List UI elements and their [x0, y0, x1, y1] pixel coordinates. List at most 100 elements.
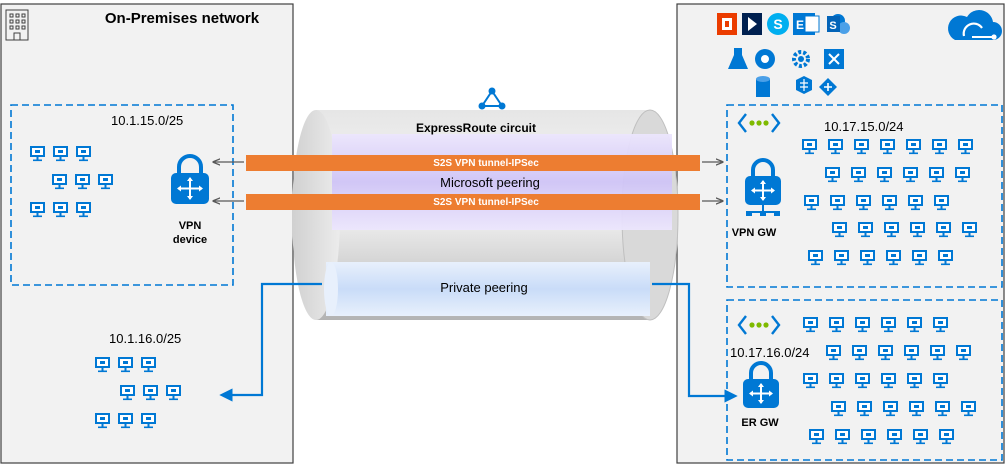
computer-icon	[930, 345, 945, 361]
computer-icon	[98, 174, 113, 190]
computer-icon	[904, 345, 919, 361]
computer-icon	[831, 401, 846, 417]
onprem-title: On-Premises network	[105, 10, 260, 27]
subnet-cidr: 10.1.16.0/25	[109, 331, 181, 346]
computer-icon	[852, 345, 867, 361]
computer-icon	[883, 401, 898, 417]
computer-icon	[851, 167, 866, 183]
computer-icon	[903, 167, 918, 183]
computer-icon	[912, 250, 927, 266]
computer-icon	[861, 429, 876, 445]
computer-icon	[858, 222, 873, 238]
computer-icon	[76, 202, 91, 218]
computer-icon	[95, 413, 110, 429]
computer-icon	[910, 222, 925, 238]
gear-icon	[792, 50, 810, 68]
computer-icon	[856, 195, 871, 211]
computer-icon	[877, 167, 892, 183]
vpn-tunnel-bar	[246, 194, 700, 210]
vpn-tunnel-label: S2S VPN tunnel-IPSec	[433, 197, 539, 208]
computer-icon	[956, 345, 971, 361]
gateway-label: ER GW	[741, 417, 779, 429]
computer-icon	[30, 202, 45, 218]
private-peering-connector	[219, 282, 322, 402]
vnet-cidr: 10.17.15.0/24	[824, 119, 904, 134]
building-icon	[5, 9, 29, 41]
computer-icon	[929, 167, 944, 183]
computer-icon	[802, 139, 817, 155]
er-gateway-icon	[743, 361, 779, 408]
skype-icon: S	[767, 13, 789, 35]
vpn-tunnel-bar	[246, 155, 700, 171]
computer-icon	[829, 373, 844, 389]
computer-icon	[908, 195, 923, 211]
computer-icon	[53, 146, 68, 162]
computer-icon	[141, 357, 156, 373]
vpn-gateway-icon	[745, 158, 781, 216]
computer-icon	[939, 429, 954, 445]
computer-icon	[854, 139, 869, 155]
computer-icon	[835, 429, 850, 445]
computer-icon	[825, 167, 840, 183]
computer-icon	[913, 429, 928, 445]
subnet-cidr: 10.1.15.0/25	[111, 113, 183, 128]
computer-icon	[882, 195, 897, 211]
svg-text:S: S	[773, 16, 782, 32]
computer-icon	[936, 222, 951, 238]
office-icon	[717, 13, 737, 35]
computer-icon	[829, 317, 844, 333]
computer-icon	[907, 373, 922, 389]
flask-icon	[728, 48, 748, 69]
computer-icon	[30, 146, 45, 162]
private-peering-label: Private peering	[440, 280, 527, 295]
computer-icon	[932, 139, 947, 155]
computer-icon	[75, 174, 90, 190]
vnet-box	[726, 299, 1003, 461]
computer-icon	[884, 222, 899, 238]
computer-icon	[166, 385, 181, 401]
computer-icon	[828, 139, 843, 155]
sharepoint-icon: S	[827, 14, 850, 34]
computer-icon	[935, 401, 950, 417]
computer-icon	[934, 195, 949, 211]
computer-icon	[118, 413, 133, 429]
computer-icon	[803, 317, 818, 333]
computer-icon	[118, 357, 133, 373]
computer-icon	[141, 413, 156, 429]
computer-icon	[120, 385, 135, 401]
microsoft-peering-label: Microsoft peering	[440, 175, 540, 190]
vpn-device-lock-icon	[171, 154, 209, 204]
vnet-icon	[737, 113, 781, 133]
svg-text:S: S	[829, 20, 836, 32]
computer-icon	[881, 317, 896, 333]
computer-icon	[962, 222, 977, 238]
expressroute-icon	[478, 87, 506, 110]
computer-icon	[933, 317, 948, 333]
computer-icon	[52, 174, 67, 190]
computer-icon	[961, 401, 976, 417]
computer-icon	[804, 195, 819, 211]
diamond-icon	[819, 78, 837, 96]
database-icon	[756, 76, 770, 97]
vnet-box	[726, 104, 1003, 288]
vpn-tunnel-label: S2S VPN tunnel-IPSec	[433, 158, 539, 169]
svg-text:E: E	[796, 18, 804, 32]
computer-icon	[878, 345, 893, 361]
computer-icon	[95, 357, 110, 373]
vpn-device-label: VPN	[179, 220, 202, 232]
computer-icon	[857, 401, 872, 417]
expressroute-circuit-tube	[292, 109, 679, 321]
private-peering-connector	[652, 282, 738, 403]
computer-icon	[76, 146, 91, 162]
computer-icon	[933, 373, 948, 389]
computer-icon	[834, 250, 849, 266]
vm-icon-clusters	[30, 139, 977, 445]
computer-icon	[958, 139, 973, 155]
dynamics-icon	[742, 13, 762, 35]
vnet-cidr: 10.17.16.0/24	[730, 345, 810, 360]
vnet-icon	[737, 315, 781, 335]
azure-cloud-icon	[948, 9, 1002, 41]
computer-icon	[809, 429, 824, 445]
